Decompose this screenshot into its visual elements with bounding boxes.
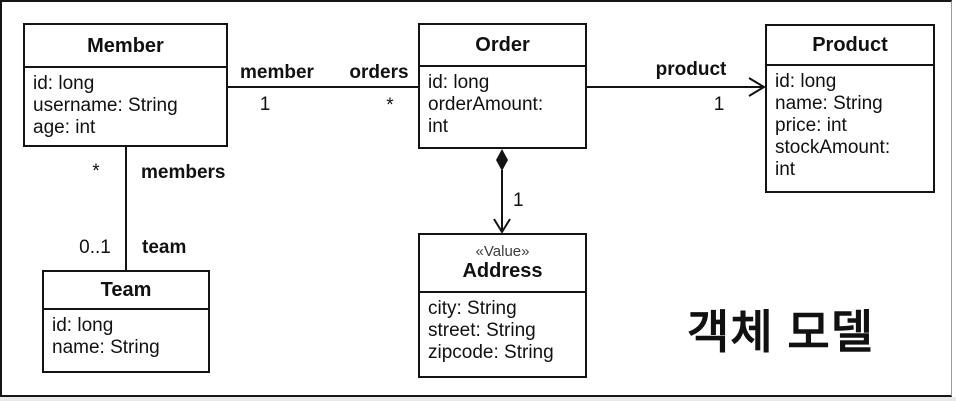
attribute-row: orderAmount: int [428,94,544,137]
class-address-attributes: city: String street: String zipcode: Str… [420,293,585,364]
bottom-strip [0,397,956,401]
attribute-row: id: long [33,73,95,94]
order-product-arrowhead-icon [748,77,766,97]
multiplicity-team: 0..1 [79,237,111,258]
class-member-attributes: id: long username: String age: int [25,68,226,139]
attribute-row: price: int [775,115,847,136]
class-team-title: Team [44,272,208,310]
attribute-row: name: String [775,93,883,114]
attribute-row: id: long [52,315,114,336]
class-address: «Value» Address city: String street: Str… [418,233,587,378]
multiplicity-orders: * [386,95,394,116]
attribute-row: zipcode: String [428,342,554,363]
attribute-row: street: String [428,320,536,341]
order-address-arrowhead-icon [493,218,511,234]
class-team-attributes: id: long name: String [44,310,208,359]
class-team: Team id: long name: String [42,270,210,373]
composition-diamond-icon [496,149,508,171]
class-product-attributes: id: long name: String price: int stockAm… [767,66,933,181]
class-order: Order id: long orderAmount: int [418,23,587,149]
multiplicity-address: 1 [513,190,524,211]
attribute-row: id: long [775,71,837,92]
multiplicity-members: * [92,161,100,182]
attribute-row: stockAmount: int [775,137,891,180]
diagram-caption: 객체 모델 [687,306,875,358]
role-label-orders: orders [349,62,409,83]
role-label-member: member [240,62,314,83]
class-product-title: Product [767,26,933,66]
attribute-row: age: int [33,117,96,138]
class-address-title: Address [462,260,543,282]
role-label-members: members [141,162,226,183]
class-order-attributes: id: long orderAmount: int [420,67,585,138]
attribute-row: id: long [428,72,490,93]
multiplicity-product: 1 [713,94,725,115]
class-member-title: Member [25,25,226,68]
class-address-stereotype: «Value» [475,243,530,260]
multiplicity-member: 1 [259,94,271,115]
attribute-row: username: String [33,95,178,116]
attribute-row: name: String [52,337,160,358]
class-order-title: Order [420,25,585,67]
class-product: Product id: long name: String price: int… [765,24,935,193]
role-label-product: product [655,59,727,80]
class-address-header: «Value» Address [420,235,585,293]
role-label-team: team [142,237,187,258]
class-member: Member id: long username: String age: in… [23,23,228,147]
attribute-row: city: String [428,298,517,319]
